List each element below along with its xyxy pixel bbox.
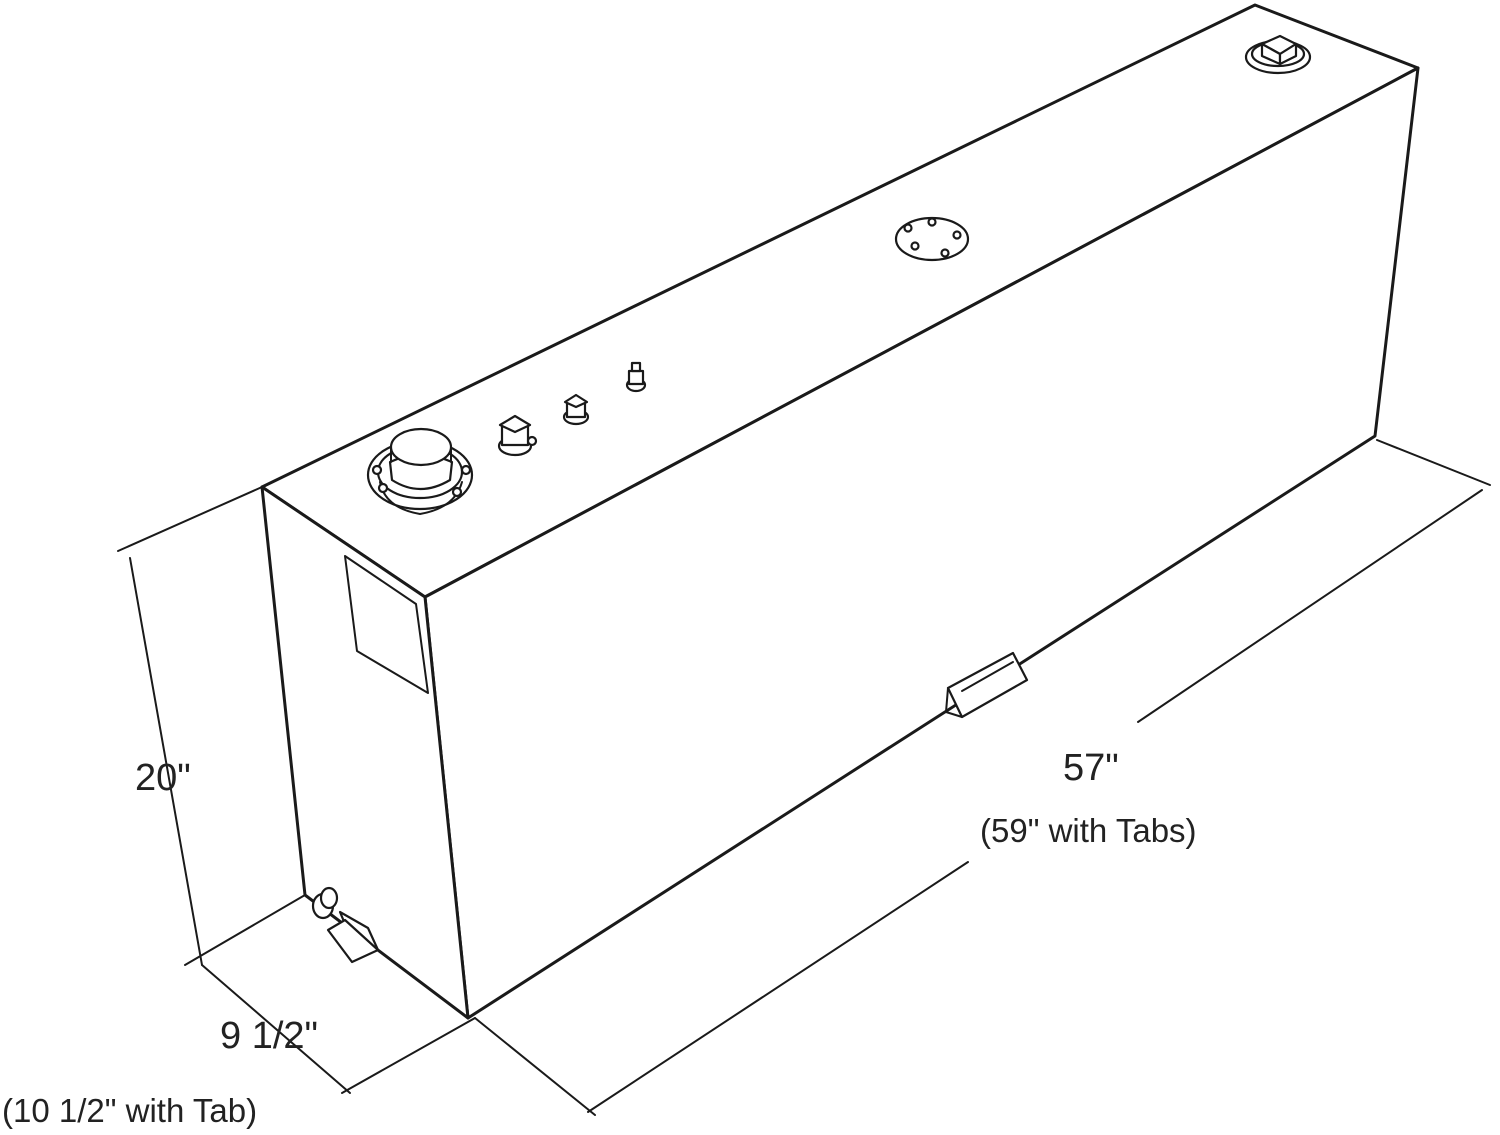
depth-label: 9 1/2"	[220, 1015, 318, 1057]
plug-fitting	[1244, 34, 1312, 75]
sender-plate	[894, 216, 970, 262]
vent-fitting-1	[497, 414, 538, 457]
drain-fitting	[311, 886, 380, 964]
mounting-tab-front	[945, 651, 1029, 719]
length-label: 57"	[1063, 747, 1119, 789]
depth-dimension	[201, 964, 476, 1094]
height-dimension	[117, 486, 306, 966]
tank-body	[260, 3, 1420, 1020]
vent-fitting-3	[625, 361, 647, 393]
label-plate	[344, 555, 429, 694]
vent-fitting-2	[562, 393, 590, 426]
tank-end-face	[260, 485, 470, 1020]
length-dimension	[474, 439, 1491, 1116]
height-label: 20"	[135, 757, 191, 799]
length-note: (59" with Tabs)	[980, 812, 1197, 849]
depth-note: (10 1/2" with Tab)	[2, 1092, 257, 1129]
filler-cap	[366, 427, 474, 515]
